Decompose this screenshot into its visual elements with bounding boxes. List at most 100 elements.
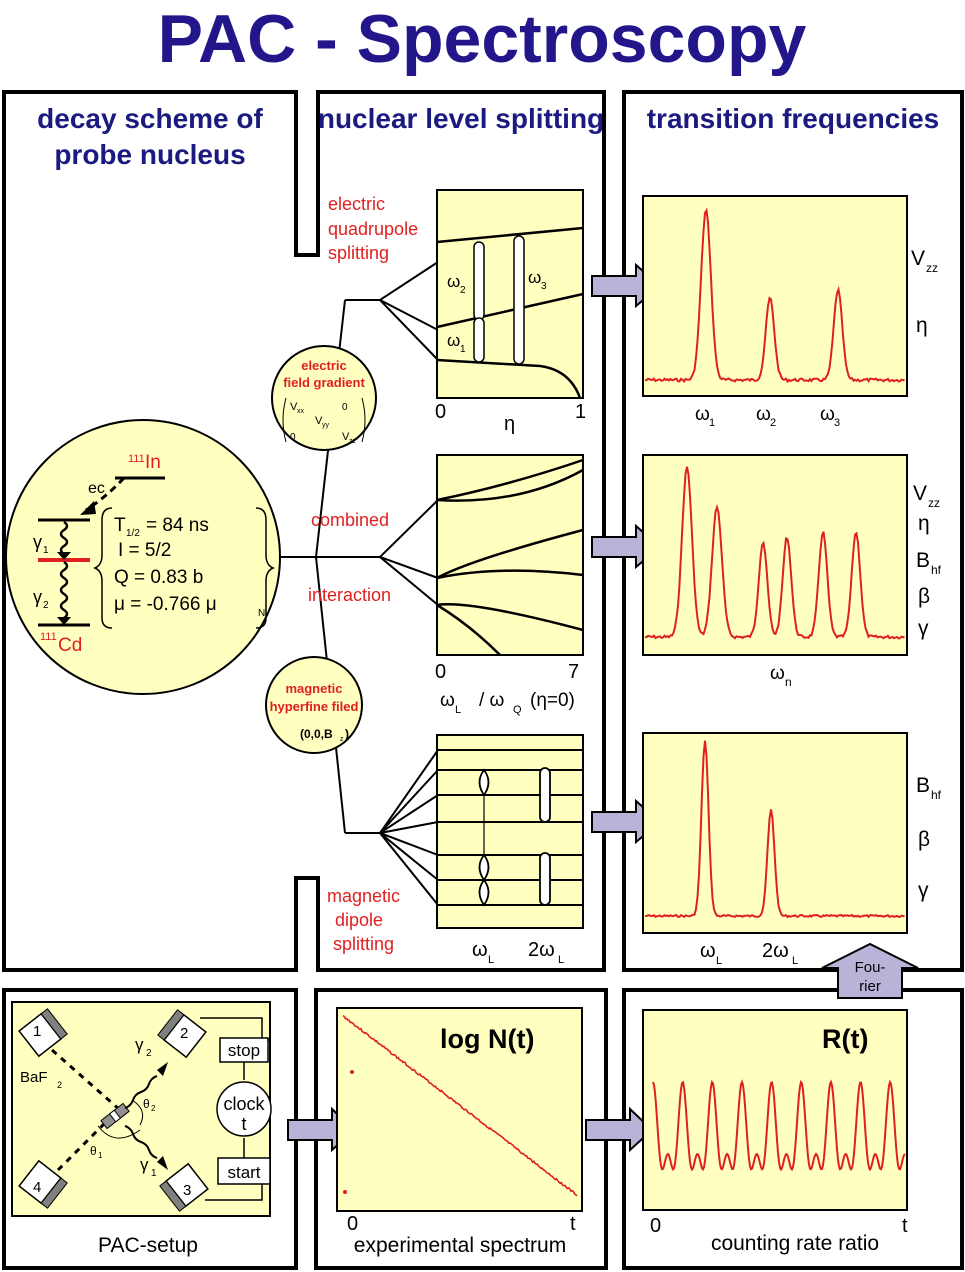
eta-axis-start: 0 <box>435 401 446 423</box>
q-arrow-3 <box>513 235 525 365</box>
frequencies-frame <box>622 90 964 972</box>
setup-caption: PAC-setup <box>98 1234 198 1257</box>
spec3-param-2: β <box>918 828 930 851</box>
ratio-axis-start: 0 <box>650 1215 661 1237</box>
clock-label-2: t <box>241 1114 246 1134</box>
spec2-param-4: β <box>918 585 930 608</box>
detector-1-label: 1 <box>33 1023 41 1040</box>
q-level-2 <box>436 292 584 329</box>
gamma2-head <box>157 1062 168 1076</box>
beam-1 <box>51 1048 121 1112</box>
spec2-param-1: V <box>913 482 927 505</box>
ratio-axis-end: t <box>902 1215 908 1237</box>
c-curve-3 <box>436 528 584 580</box>
decay-heading-1: decay scheme of <box>37 103 263 134</box>
omega1-sub: 1 <box>460 344 466 355</box>
magnetic-label-1: magnetic <box>327 886 400 906</box>
decay-frame <box>2 90 606 972</box>
clock-label-1: clock <box>223 1094 265 1114</box>
detector-1 <box>18 1008 68 1058</box>
detector-3-label: 3 <box>183 1182 191 1199</box>
spec3-axis-1: ω <box>700 940 716 962</box>
spectrum-3-curve <box>644 740 905 919</box>
spec2-param-1-sub: zz <box>928 496 940 510</box>
ec-arrow <box>85 476 126 512</box>
theta1-arc <box>97 1125 141 1139</box>
c-curve-4 <box>436 569 584 580</box>
fourier-label-1: Fou- <box>855 959 886 976</box>
theta1-sub: 1 <box>98 1151 103 1160</box>
spectrum-1: ω 1 ω 2 ω 3 V zz η <box>642 195 938 429</box>
q-level-1 <box>436 226 584 244</box>
omega2-sub: 2 <box>460 285 466 296</box>
comb-axis-b-sub: Q <box>513 704 522 716</box>
theta2-label: θ <box>143 1097 150 1111</box>
comb-axis-a: ω <box>440 690 455 711</box>
tensor-yy-sub: yy <box>322 422 330 429</box>
efg-title-1: electric <box>301 358 347 373</box>
ratio-title: R(t) <box>822 1024 868 1054</box>
gamma2-wave <box>59 560 69 620</box>
moment-sub: N <box>258 608 265 619</box>
fan-e3 <box>379 299 439 361</box>
daughter-label: Cd <box>58 635 82 656</box>
spec1-param-1-sub: zz <box>926 261 938 275</box>
fan-m1 <box>379 749 439 834</box>
moment-value: μ = -0.766 μ <box>114 594 217 615</box>
c-curve-1 <box>436 458 584 502</box>
gamma1-path <box>124 1125 158 1159</box>
fan-c3 <box>379 556 439 606</box>
spec3-param-1-sub: hf <box>931 788 942 802</box>
magnetic-bubble: magnetic hyperfine filed (0,0,B z ) <box>265 656 363 754</box>
tensor-yy: V <box>315 415 323 427</box>
spec3-axis-2-sub: L <box>792 955 798 967</box>
gamma1-head <box>157 1156 168 1170</box>
experimental-title: log N(t) <box>440 1024 534 1054</box>
combined-label-1: combined <box>311 510 389 530</box>
gamma1-wave <box>59 520 69 556</box>
comb-axis-end: 7 <box>568 661 579 683</box>
mag-circle <box>265 656 363 754</box>
left-brace <box>93 507 113 629</box>
ratio-panel: R(t) 0 t counting rate ratio <box>642 1009 908 1255</box>
detector-2-label: 2 <box>180 1025 188 1042</box>
m-tr-4 <box>539 767 551 823</box>
source <box>100 1102 130 1130</box>
efg-bubble: electric field gradient V xx 0 V yy 0 V … <box>271 345 377 451</box>
experimental-caption: experimental spectrum <box>354 1234 566 1257</box>
quadrupole-box <box>436 189 584 399</box>
dipole-box <box>436 734 584 929</box>
spectrum-3-box <box>642 732 908 934</box>
gamma1-sub: 1 <box>43 545 49 556</box>
gamma2-label: γ <box>33 587 42 607</box>
experimental-curve <box>342 1015 578 1197</box>
spec1-peak-2: ω <box>756 404 771 425</box>
ec-arrowhead <box>80 501 96 515</box>
fourier-label-2: rier <box>859 978 881 995</box>
electric-label-2: quadrupole <box>328 219 418 239</box>
mag-title-1: magnetic <box>285 681 342 696</box>
spec2-axis-sub: n <box>785 675 792 689</box>
spec1-param-2: η <box>916 314 928 337</box>
spec1-param-1: V <box>911 247 925 270</box>
spectrum-3: ω L 2ω L B hf β γ <box>642 732 942 967</box>
detector-4-label: 4 <box>33 1179 41 1196</box>
gamma1-label: γ <box>140 1155 149 1174</box>
magnetic-label-3: splitting <box>333 934 394 954</box>
spec3-param-3: γ <box>918 879 929 902</box>
gamma2-sub: 2 <box>43 600 49 611</box>
tensor-xx: V <box>290 401 298 413</box>
exp-point-a <box>350 1070 354 1074</box>
ratio-curve <box>652 1079 906 1172</box>
fan-c2 <box>379 556 439 579</box>
spec2-param-3: B <box>916 549 930 572</box>
dipole-levels <box>437 749 583 906</box>
spec2-param-5: γ <box>918 617 929 640</box>
dipole-panel: ω L 2ω L <box>436 734 584 966</box>
gamma1-sub: 1 <box>151 1168 157 1179</box>
comb-axis-c: (η=0) <box>530 690 575 711</box>
spec3-axis-1-sub: L <box>716 955 722 967</box>
quadrupole-panel: ω 2 ω 1 ω 3 0 η 1 <box>435 189 586 435</box>
daughter-mass: 111 <box>40 631 57 643</box>
decay-scheme: 111 In ec γ 1 γ 2 111 Cd T 1/2 = 84 ns I… <box>5 419 281 695</box>
